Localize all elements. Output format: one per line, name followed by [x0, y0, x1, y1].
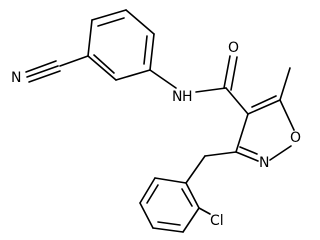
- nitrile-n-label: N: [11, 70, 21, 86]
- bond: [139, 202, 154, 229]
- bond: [139, 177, 156, 204]
- amide-group: N H O: [149, 40, 249, 115]
- bond: [247, 99, 281, 115]
- bond: [115, 69, 151, 81]
- triple-bond: [26, 65, 59, 78]
- bond: [152, 227, 184, 233]
- bond: [91, 9, 127, 21]
- carbonyl-o-label: O: [228, 40, 239, 56]
- chlorophenyl-ring: Cl: [139, 151, 237, 233]
- double-bond-inner: [239, 146, 258, 155]
- bond: [182, 207, 200, 233]
- bond: [154, 177, 187, 184]
- bond: [125, 9, 155, 35]
- bond: [204, 151, 237, 157]
- bond: [269, 145, 292, 161]
- amide-nh-n-label: N: [172, 89, 182, 105]
- chlorine-label: Cl: [210, 213, 224, 229]
- carbonyl-double-bond: [223, 55, 231, 89]
- bond: [235, 151, 259, 162]
- triple-bond: [25, 60, 57, 73]
- bond: [149, 69, 177, 89]
- methyl-bond: [279, 67, 291, 101]
- double-bond-inner: [251, 95, 277, 108]
- bond: [198, 207, 211, 215]
- double-bond-inner: [181, 188, 193, 207]
- bond: [185, 182, 200, 209]
- bond: [279, 99, 295, 131]
- double-bond-inner: [97, 17, 125, 27]
- bond: [59, 55, 89, 67]
- double-bond-inner: [157, 221, 181, 226]
- ring-n-label: N: [259, 155, 269, 171]
- nitrile-group: N: [11, 55, 89, 86]
- bond: [225, 87, 249, 115]
- amide-nh-h-label: H: [182, 89, 193, 105]
- double-bond-inner: [143, 35, 148, 65]
- bond: [87, 55, 117, 81]
- bond: [87, 19, 93, 57]
- bond: [149, 33, 155, 71]
- double-bond-inner: [146, 184, 159, 204]
- ring-o-label: O: [290, 130, 301, 146]
- carbonyl-double-bond: [230, 56, 238, 91]
- isoxazole-ring: O N: [235, 95, 301, 171]
- bond: [195, 87, 227, 93]
- bond: [235, 113, 249, 153]
- double-bond-inner: [93, 54, 115, 74]
- cyanophenyl-ring: [87, 9, 155, 81]
- bond: [185, 155, 206, 184]
- triple-bond: [28, 70, 61, 83]
